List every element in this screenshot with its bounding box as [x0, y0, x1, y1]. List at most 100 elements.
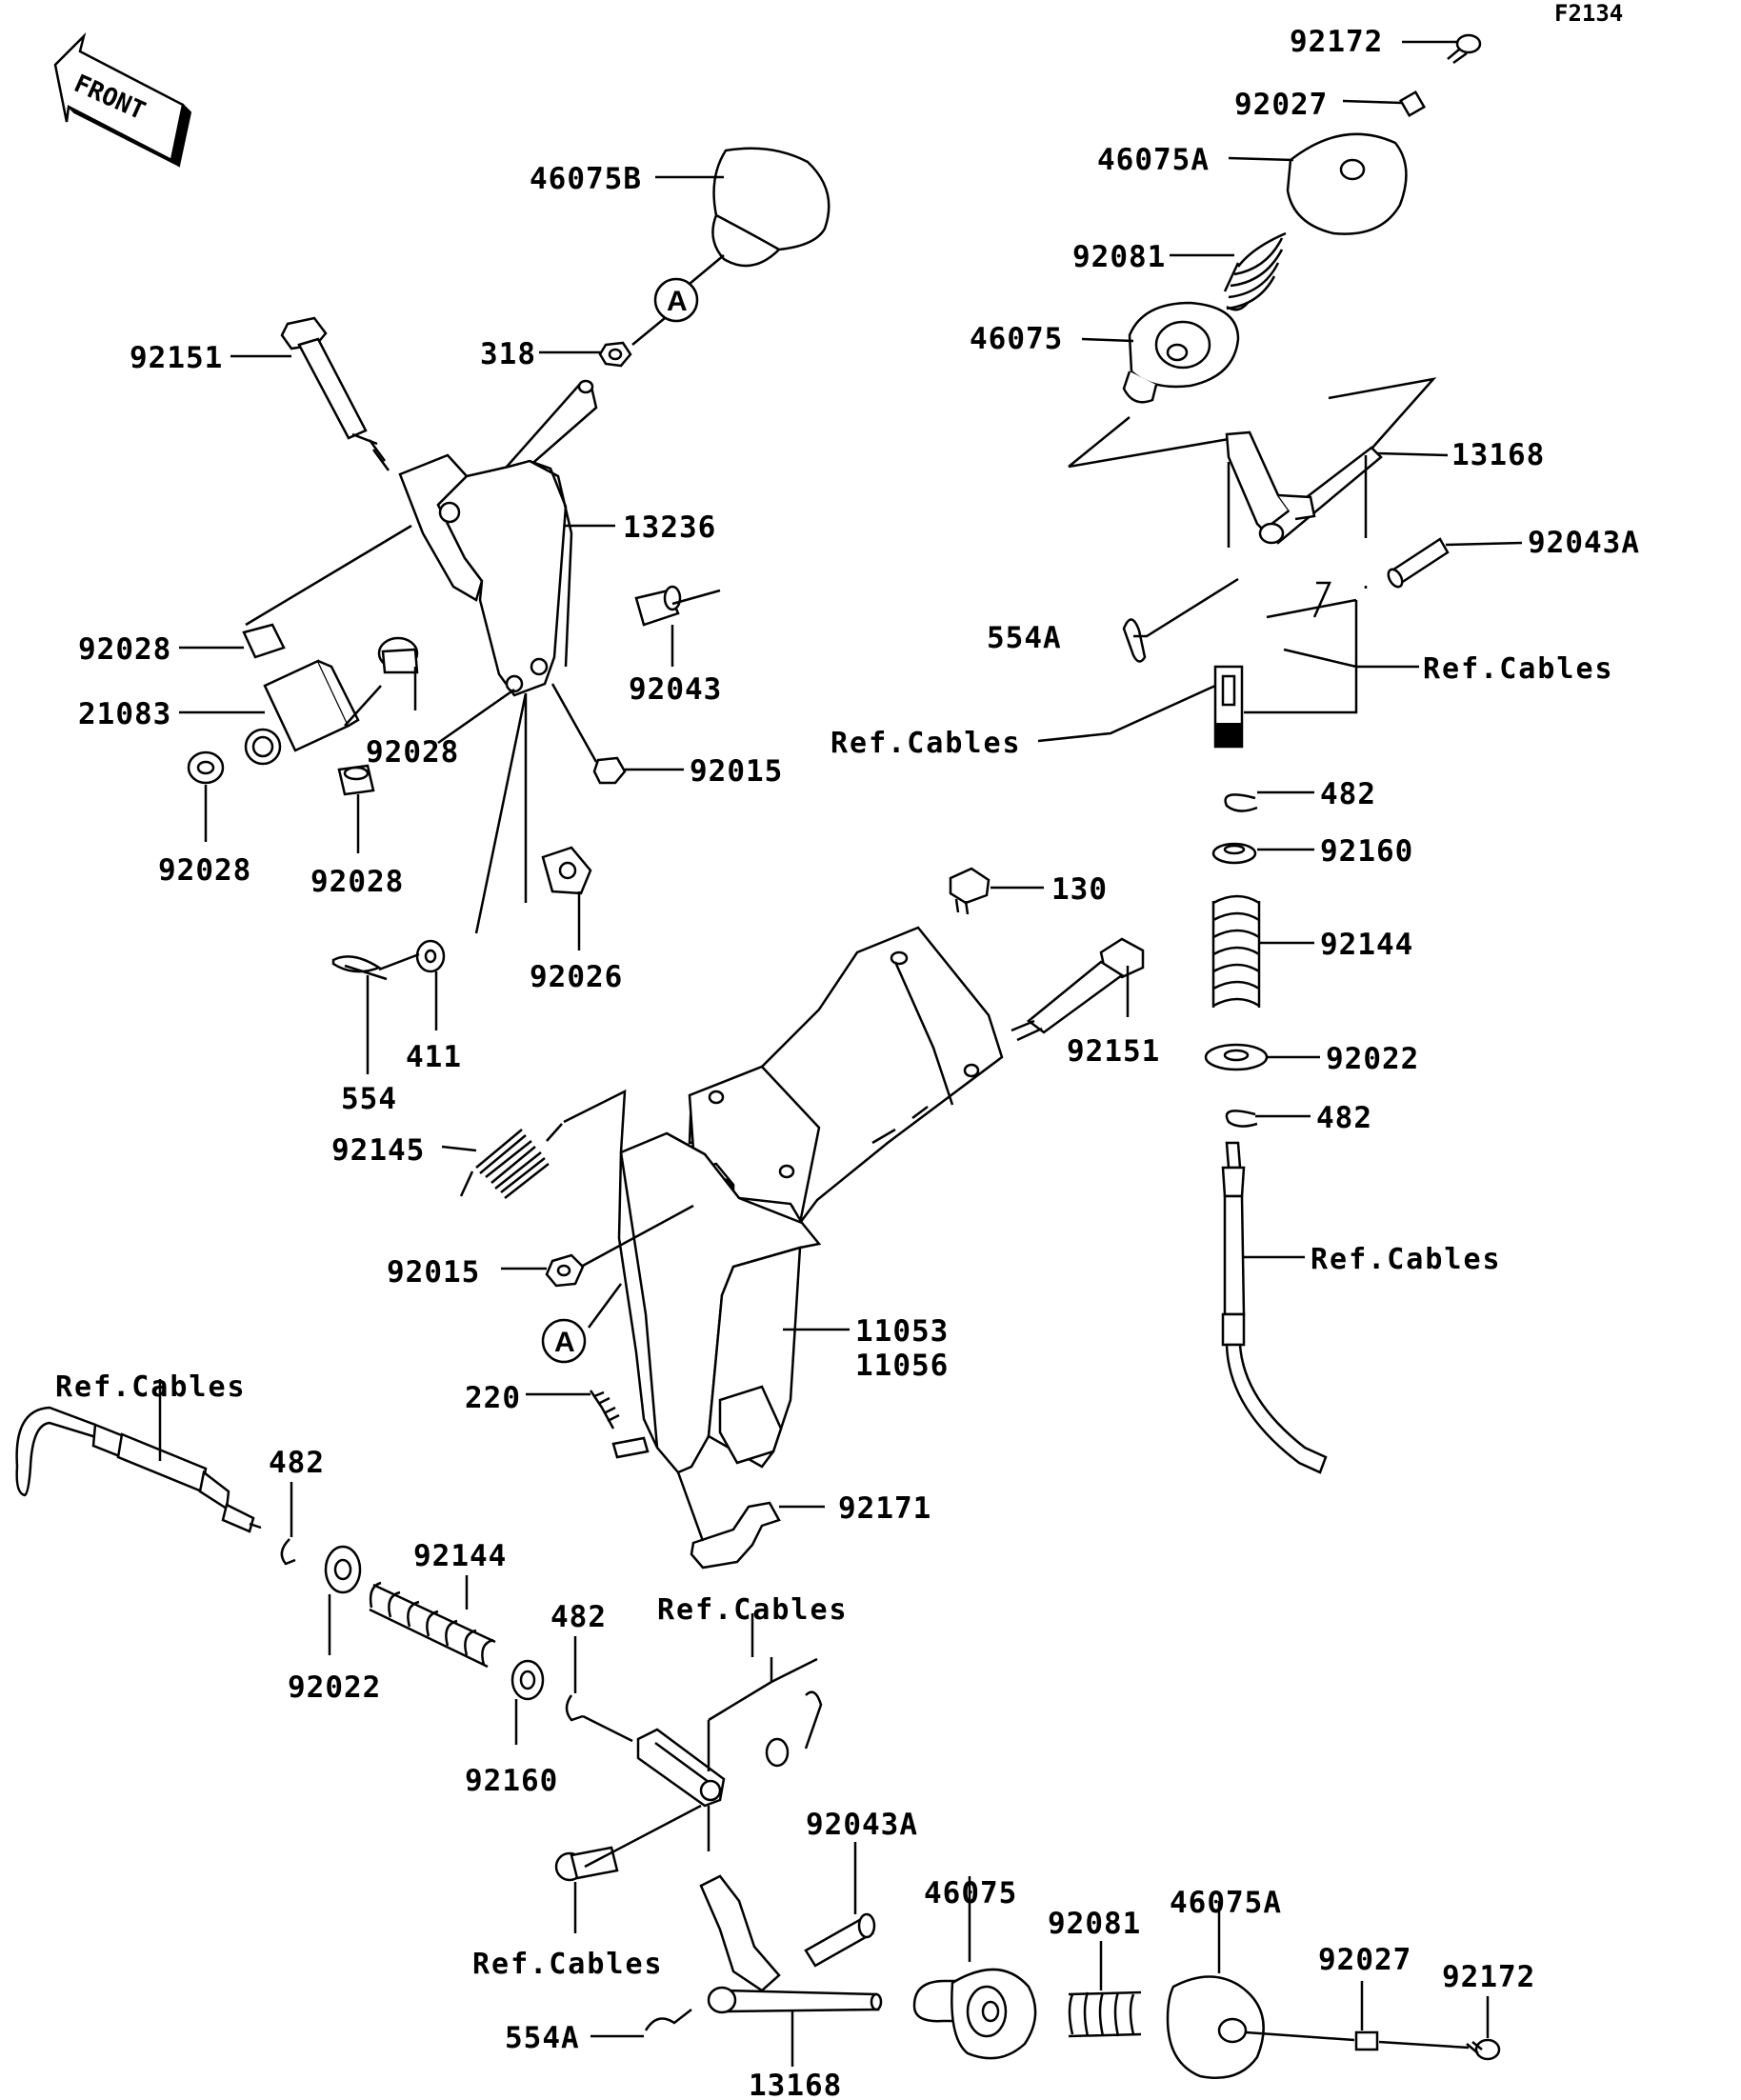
- label-482-c: 482: [269, 1446, 325, 1480]
- clevis-top: [1213, 665, 1244, 749]
- bushing-92028-c: [187, 750, 225, 785]
- label-13168-bottom: 13168: [749, 2069, 842, 2100]
- spring-92145: [459, 1123, 563, 1199]
- label-92043: 92043: [629, 672, 722, 707]
- label-92145: 92145: [331, 1133, 425, 1168]
- bushing-92028-a: [242, 623, 286, 659]
- label-46075B: 46075B: [530, 162, 642, 196]
- label-ref-cables-1: Ref.Cables: [1423, 652, 1614, 686]
- label-92028-c: 92028: [158, 853, 251, 888]
- label-482-a: 482: [1320, 777, 1376, 811]
- label-13168-top: 13168: [1451, 438, 1545, 472]
- washer-92022-bottom: [324, 1545, 362, 1594]
- label-11053: 11053: [855, 1314, 949, 1349]
- sleeve-92027-bottom: [1354, 2030, 1379, 2051]
- diagram-code: F2134: [1554, 0, 1623, 27]
- label-21083: 21083: [78, 697, 171, 731]
- front-arrow: FRONT: [53, 31, 192, 168]
- label-ref-cables-3: Ref.Cables: [1311, 1243, 1502, 1276]
- bushing-92028-d: [337, 764, 375, 796]
- knob-46075B: [711, 147, 830, 268]
- part-labels: 92172 92027 46075A 92081 46075 13168 920…: [55, 25, 1640, 2100]
- nut-92160-top: [1211, 842, 1257, 865]
- lever-13168-top: [1225, 430, 1383, 545]
- label-411: 411: [406, 1040, 462, 1074]
- label-92043A-top: 92043A: [1528, 526, 1640, 560]
- holder-46075-top: [1122, 301, 1240, 404]
- clip-554: [331, 955, 388, 981]
- label-554A-top: 554A: [987, 621, 1062, 655]
- label-92015-a: 92015: [690, 754, 783, 789]
- label-92171: 92171: [838, 1491, 931, 1526]
- nut-318: [598, 341, 632, 368]
- clip-92171: [690, 1501, 781, 1570]
- label-92026: 92026: [530, 960, 623, 994]
- label-92015-b: 92015: [387, 1255, 480, 1290]
- lever-shaft: [505, 379, 598, 476]
- label-92172-bottom: 92172: [1442, 1960, 1535, 1994]
- nut-92015-b: [545, 1253, 585, 1288]
- pin-92043A-bottom: [804, 1912, 876, 1968]
- nut-92160-bottom: [510, 1659, 545, 1701]
- label-220: 220: [465, 1381, 521, 1415]
- label-318: 318: [480, 337, 536, 371]
- bracket-11053: [459, 867, 1145, 1570]
- label-554: 554: [341, 1082, 397, 1116]
- bracket-13236: [398, 453, 573, 697]
- knob-assembly-top: [1068, 33, 1482, 1474]
- label-92081-top: 92081: [1072, 240, 1166, 274]
- spring-92144-top: [1211, 894, 1261, 1008]
- label-92027-top: 92027: [1234, 88, 1328, 122]
- nut-92015-a: [592, 756, 627, 785]
- label-46075-bottom: 46075: [924, 1876, 1017, 1910]
- washer-411: [415, 939, 446, 973]
- label-92151-right: 92151: [1067, 1034, 1160, 1069]
- svg-text:A: A: [667, 286, 688, 317]
- label-ref-cables-4: Ref.Cables: [55, 1370, 247, 1404]
- bolt-92151-left: [280, 316, 390, 471]
- bushing-92028-b: [377, 636, 419, 674]
- clip-554A-top: [1122, 618, 1147, 663]
- clip-482-a: [1224, 793, 1258, 812]
- bolt-92151-right: [1011, 937, 1145, 1042]
- pin-92043A-top: [1387, 537, 1450, 589]
- spring-92144-bottom: [369, 1581, 496, 1669]
- svg-text:A: A: [554, 1327, 575, 1358]
- clevis-bottom: [636, 1728, 726, 1808]
- sleeve-92027-top: [1398, 90, 1427, 118]
- label-130: 130: [1051, 872, 1108, 907]
- washer-92022-top: [1204, 1043, 1269, 1071]
- label-11056: 11056: [855, 1349, 949, 1383]
- label-92027-bottom: 92027: [1318, 1943, 1411, 1977]
- label-92160-top: 92160: [1320, 834, 1413, 869]
- block-21083: [244, 659, 360, 766]
- cap-46075A-top: [1286, 132, 1408, 235]
- shift-lever-assembly: [187, 147, 830, 981]
- screw-92172-top: [1447, 33, 1482, 65]
- spring-92081-bottom: [1068, 1990, 1142, 2038]
- label-92022-top: 92022: [1326, 1042, 1419, 1076]
- label-92022-bottom: 92022: [288, 1670, 381, 1705]
- lever-13168-bottom: [699, 1874, 883, 2014]
- pin-bottom: [554, 1846, 619, 1882]
- callout-a-center: A: [541, 1318, 587, 1364]
- label-482-b: 482: [1316, 1101, 1372, 1135]
- label-482-d: 482: [550, 1600, 607, 1634]
- label-92160-bottom: 92160: [465, 1764, 558, 1798]
- label-ref-cables-5: Ref.Cables: [657, 1593, 849, 1627]
- clip-482-b: [1225, 1110, 1258, 1128]
- leader-lines: [158, 40, 1523, 2067]
- label-ref-cables-2: Ref.Cables: [830, 727, 1022, 760]
- label-92043A-bottom: 92043A: [806, 1808, 918, 1842]
- screw-220: [589, 1390, 620, 1430]
- label-92028-d: 92028: [310, 865, 404, 899]
- bolt-130: [949, 867, 991, 915]
- label-92151-left: 92151: [130, 341, 223, 375]
- label-92172-top: 92172: [1290, 25, 1383, 59]
- label-ref-cables-6: Ref.Cables: [472, 1948, 664, 1981]
- label-92028-a: 92028: [78, 632, 171, 667]
- bracket-92026: [541, 846, 592, 895]
- label-92081-bottom: 92081: [1048, 1907, 1141, 1941]
- holder-46075-bottom: [912, 1968, 1037, 2060]
